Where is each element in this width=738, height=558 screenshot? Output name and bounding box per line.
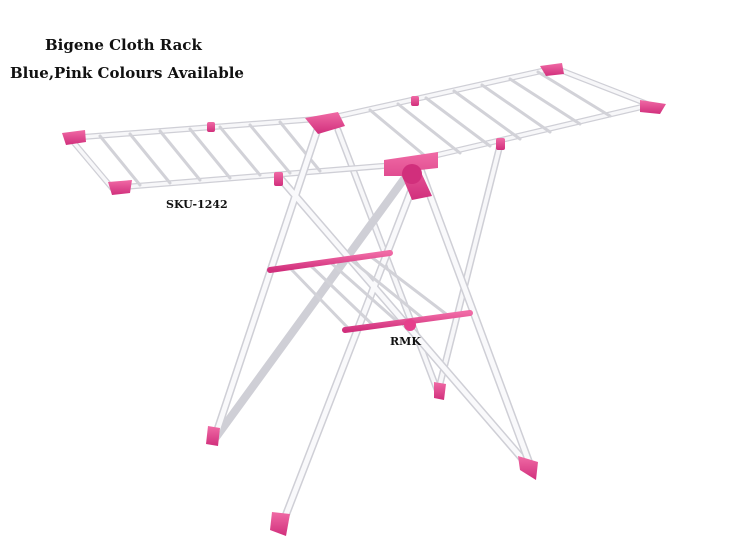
pink-connectors	[62, 63, 666, 536]
left-drying-wing	[67, 115, 398, 191]
lower-shelf	[267, 250, 473, 333]
sku-label: SKU-1242	[166, 198, 228, 211]
right-drying-wing	[327, 65, 653, 168]
availability-text: Blue,Pink Colours Available	[10, 64, 244, 82]
rack-leg-right	[416, 164, 536, 474]
watermark-label: RMK	[390, 335, 421, 348]
product-title: Bigene Cloth Rack	[45, 36, 202, 54]
